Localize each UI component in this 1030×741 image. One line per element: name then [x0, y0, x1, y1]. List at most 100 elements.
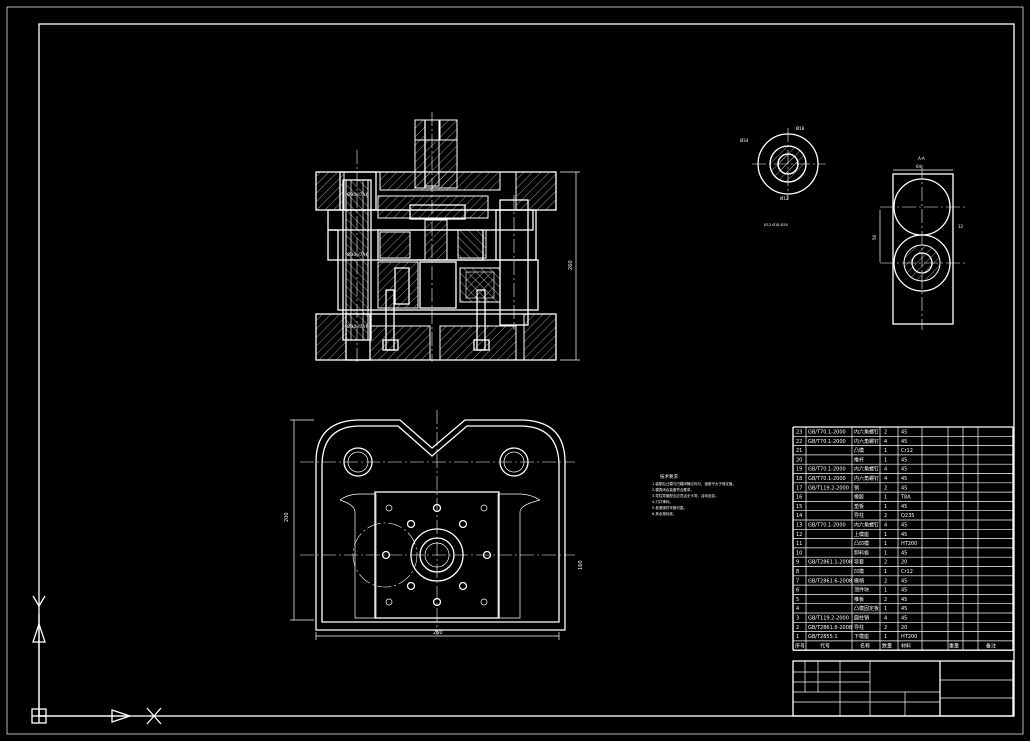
bom-row-qty: 1: [884, 550, 887, 556]
bom-row-name: 凹模: [854, 568, 864, 575]
bom-header-no: 序号: [795, 642, 805, 649]
bom-row-name: 垫板: [854, 503, 864, 510]
bom-row-qty: 2: [884, 485, 887, 491]
bom-row-mat: 45: [901, 457, 907, 463]
bom-row-mat: 45: [901, 578, 907, 584]
bom-row-mat: 45: [901, 523, 907, 529]
side-view: 64 A-A 56 12: [872, 156, 965, 330]
svg-text:3.导柱导套配合应灵活无卡滞，活动自如。: 3.导柱导套配合应灵活无卡滞，活动自如。: [652, 493, 718, 498]
svg-text:6.其余按标准。: 6.其余按标准。: [652, 511, 676, 516]
bom-row-no: 9: [796, 560, 799, 566]
outer-border: [6, 6, 1024, 735]
bom-row-qty: 4: [884, 439, 887, 445]
bom-row-qty: 2: [884, 597, 887, 603]
bom-header-qty: 数量: [882, 642, 892, 649]
bom-row-code: GB/T70.1-2000: [808, 523, 846, 529]
bom-row-name: 顶件块: [854, 587, 869, 594]
svg-text:技术要求: 技术要求: [660, 473, 678, 480]
height-dim: 260: [568, 260, 574, 270]
bom-row-name: 凸凹模: [854, 540, 869, 547]
bom-row-mat: 45: [901, 597, 907, 603]
bom-row-mat: 45: [901, 476, 907, 482]
bom-row-no: 10: [796, 550, 802, 556]
bom-row-no: 18: [796, 476, 802, 482]
bom-row-qty: 1: [884, 606, 887, 612]
bom-row-qty: 1: [884, 457, 887, 463]
bom-row-mat: 45: [901, 439, 907, 445]
bom-row-code: GB/T2861.1-2008: [808, 560, 852, 566]
bom-row-code: GB/T2861.6-2008: [808, 578, 852, 584]
bom-row-name: 下模座: [854, 633, 869, 640]
bom-header-note: 备注: [986, 642, 996, 649]
bom-row-no: 11: [796, 541, 802, 547]
side-code: 12: [958, 224, 964, 229]
bom-row-no: 5: [796, 597, 799, 603]
plan-view: 200 260 160: [284, 410, 584, 640]
title-block: [792, 660, 1014, 717]
bom-row-qty: 2: [884, 513, 887, 519]
bom-row-code: GB/T70.1-2000: [808, 430, 846, 436]
bom-row-no: 23: [796, 430, 802, 436]
bom-row-code: GB/T2861.6-2008: [808, 625, 852, 631]
bom-row-qty: 1: [884, 569, 887, 575]
svg-text:Ø12: Ø12: [780, 196, 789, 201]
bom-row-mat: 45: [901, 504, 907, 510]
bom-row-code: GB/T70.1-2000: [808, 476, 846, 482]
plan-width-dim: 260: [433, 630, 443, 636]
bom-row-mat: 45: [901, 606, 907, 612]
bom-row-name: 内六角螺钉: [854, 466, 879, 473]
round-insert-caption: Ø12 Ø18 Ø34: [764, 222, 789, 227]
plan-side-dim: 160: [578, 560, 584, 570]
bom-row-qty: 1: [884, 495, 887, 501]
bom-row-no: 21: [796, 448, 802, 454]
bom-row-qty: 4: [884, 616, 887, 622]
bom-row-name: 凸模: [854, 447, 864, 454]
bom-row-name: 圆柱销: [854, 615, 869, 622]
bom-row-qty: 1: [884, 634, 887, 640]
svg-text:1.装配后凸模与凹模间隙应均匀，误差不大于规定值。: 1.装配后凸模与凹模间隙应均匀，误差不大于规定值。: [652, 481, 736, 486]
bom-row-no: 14: [796, 513, 802, 519]
bom-row-mat: T8A: [900, 495, 911, 501]
bom-row-no: 16: [796, 495, 802, 501]
bom-row-code: GB/T119.2-2000: [808, 485, 849, 491]
bom-row-no: 6: [796, 588, 799, 594]
bom-row-qty: 1: [884, 504, 887, 510]
bom-row-no: 1: [796, 634, 799, 640]
bom-row-mat: 45: [901, 616, 907, 622]
bom-row-mat: 45: [901, 485, 907, 491]
svg-text:64: 64: [916, 164, 922, 169]
bom-row-no: 2: [796, 625, 799, 631]
bom-row-name: 内六角螺钉: [854, 429, 879, 436]
svg-text:Ø18: Ø18: [796, 126, 805, 131]
bom-row-name: 推板: [854, 596, 864, 603]
bom-row-qty: 1: [884, 448, 887, 454]
bom-row-name: 模柄: [854, 577, 864, 584]
bom-row-mat: 45: [901, 588, 907, 594]
fit-label-3: Ø30H7/r6: [347, 323, 369, 330]
bom-row-name: 推杆: [854, 456, 864, 463]
bom-row-qty: 2: [884, 430, 887, 436]
bom-row-mat: HT200: [901, 634, 917, 640]
bom-header-code: 代号: [820, 642, 830, 649]
bom-row-no: 13: [796, 523, 802, 529]
bom-row-no: 19: [796, 467, 802, 473]
ucs-icon: [31, 595, 162, 725]
bom-row-no: 17: [796, 485, 802, 491]
bom-row-mat: 45: [901, 532, 907, 538]
bom-row-code: GB/T119.2-2000: [808, 616, 849, 622]
bom-header-mat: 材料: [901, 642, 911, 649]
bom-row-name: 卸料板: [854, 549, 869, 556]
svg-text:4.刃口锋利。: 4.刃口锋利。: [652, 499, 673, 504]
bom-row-qty: 4: [884, 476, 887, 482]
inner-border: [38, 23, 1015, 717]
bom-row-qty: 4: [884, 467, 887, 473]
bom-row-mat: Q235: [901, 513, 914, 519]
bom-row-no: 3: [796, 616, 799, 622]
bom-row-mat: 45: [901, 430, 907, 436]
front-section-view: Ø30H7/r6 Ø30H7/r6 Ø30H7/r6 260: [315, 112, 580, 362]
technical-notes: 技术要求 1.装配后凸模与凹模间隙应均匀，误差不大于规定值。 2.模具闭合高度符…: [652, 473, 736, 516]
svg-text:Ø34: Ø34: [740, 138, 749, 143]
bom-header-name: 名称: [860, 642, 870, 649]
